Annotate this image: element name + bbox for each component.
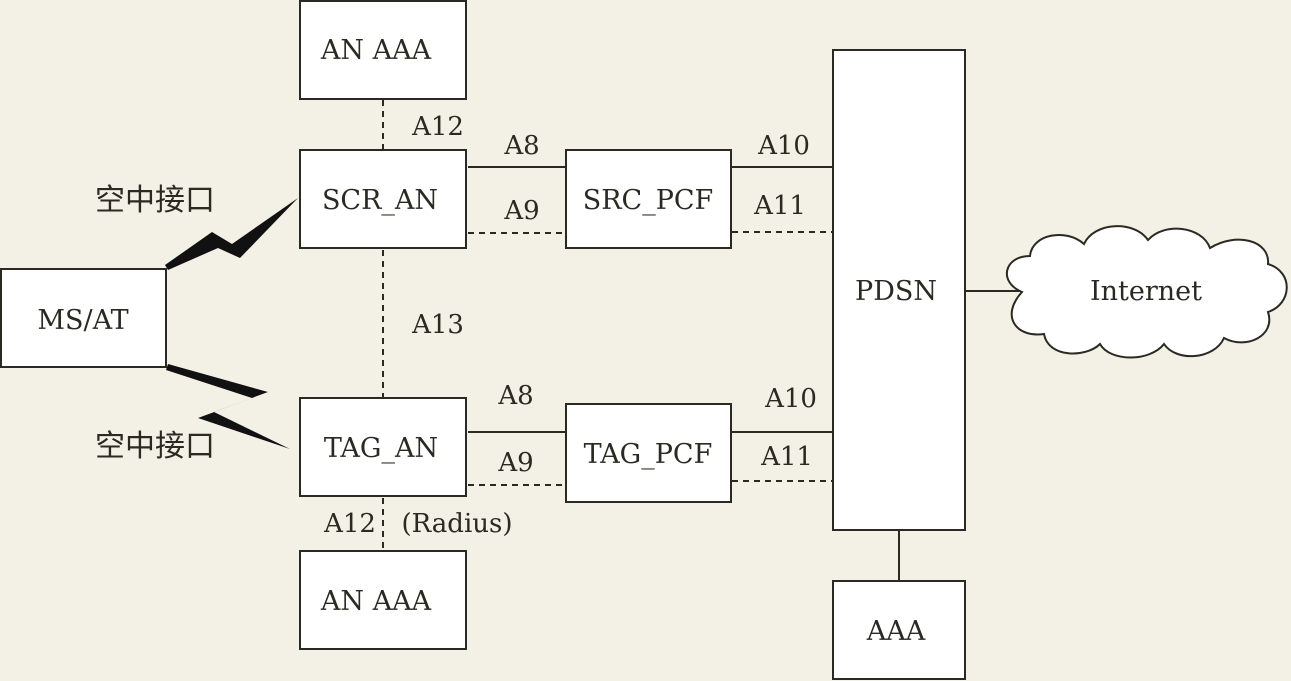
label-tag-an: TAG_AN bbox=[324, 433, 438, 464]
air-interface-bolt-top bbox=[165, 198, 298, 270]
label-tag-pcf: TAG_PCF bbox=[584, 439, 713, 470]
node-an-aaa-top bbox=[299, 0, 467, 100]
label-scr-an: SCR_AN bbox=[322, 185, 438, 216]
node-tag-an bbox=[299, 397, 467, 497]
node-src-pcf bbox=[565, 149, 732, 249]
label-pdsn: PDSN bbox=[855, 276, 937, 307]
node-pdsn bbox=[832, 49, 966, 531]
label-aaa: AAA bbox=[866, 616, 926, 647]
label-a10-bottom: A10 bbox=[764, 384, 817, 414]
label-a8-top: A8 bbox=[503, 131, 539, 161]
label-an-aaa-bottom: AN AAA bbox=[320, 586, 432, 617]
label-an-aaa-top: AN AAA bbox=[320, 35, 432, 66]
node-an-aaa-bottom bbox=[299, 550, 467, 650]
air-interface-bolt-bottom bbox=[166, 364, 290, 449]
label-a12-bottom: A12 bbox=[323, 509, 376, 539]
label-air-interface-bottom: 空中接口 bbox=[95, 429, 215, 464]
label-a10-top: A10 bbox=[757, 131, 810, 161]
label-a13: A13 bbox=[411, 310, 464, 340]
label-ms-at: MS/AT bbox=[37, 305, 128, 336]
label-air-interface-top: 空中接口 bbox=[95, 183, 215, 218]
label-a9-bottom: A9 bbox=[497, 448, 533, 478]
label-a11-bottom: A11 bbox=[760, 442, 813, 472]
node-scr-an bbox=[299, 149, 467, 249]
node-aaa bbox=[832, 580, 966, 680]
internet-cloud-icon bbox=[1005, 225, 1288, 359]
label-a11-top: A11 bbox=[753, 191, 806, 221]
node-tag-pcf bbox=[565, 403, 732, 503]
label-a9-top: A9 bbox=[503, 196, 539, 226]
node-ms-at bbox=[0, 268, 167, 368]
label-a12-top: A12 bbox=[411, 112, 464, 142]
label-radius: (Radius) bbox=[401, 509, 512, 539]
label-a8-bottom: A8 bbox=[497, 381, 533, 411]
label-src-pcf: SRC_PCF bbox=[583, 185, 714, 216]
label-internet: Internet bbox=[1090, 276, 1202, 307]
